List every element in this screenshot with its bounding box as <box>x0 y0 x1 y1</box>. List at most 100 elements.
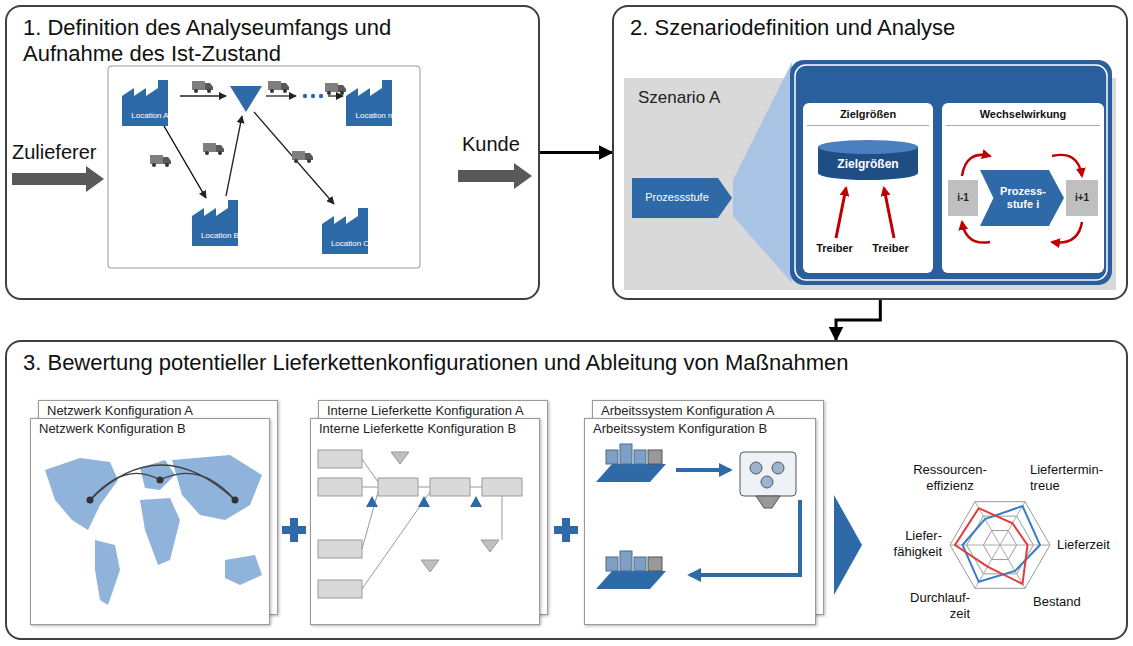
transport-arrow <box>180 95 226 96</box>
process-step <box>318 450 362 468</box>
transport-arrow <box>266 95 296 96</box>
process-label: Prozessstufe <box>645 191 709 204</box>
transport-arrow <box>254 112 334 204</box>
truck-wheel <box>307 159 311 163</box>
config-title: Arbeitssystem Konfiguration B <box>593 421 807 437</box>
machine <box>648 450 662 464</box>
truck-wheel <box>270 89 274 93</box>
truck-wheel <box>340 91 344 95</box>
config-title: Interne Lieferkette Konfiguration B <box>319 421 531 437</box>
process-step <box>318 540 362 558</box>
target-label: Zielgrößen <box>837 157 898 171</box>
analysis-column: Wechselwirkung i-1 Prozess- stufe i i+1 <box>942 103 1104 273</box>
chevron-shape <box>980 170 1064 226</box>
process-chevron: Prozess- stufe i <box>980 170 1064 226</box>
annotation-label: Zulieferer <box>12 140 107 164</box>
radar-grid <box>983 531 1016 560</box>
continent <box>95 540 120 605</box>
stage-box: i+1 <box>1066 180 1098 216</box>
truck-cab <box>163 157 171 164</box>
process-label: Prozess- stufe i <box>997 185 1049 211</box>
flow-line <box>418 487 430 488</box>
driver-arrow <box>884 188 894 238</box>
machine-part <box>761 476 773 488</box>
stock-triangle <box>421 560 439 572</box>
flow-line <box>502 496 503 540</box>
plus-sign <box>554 526 578 534</box>
target-cylinder: Zielgrößen <box>818 140 918 180</box>
radar-series <box>955 508 1028 584</box>
site-dot <box>87 497 94 504</box>
ellipsis-dot <box>319 94 323 98</box>
trade-route <box>160 473 235 500</box>
radar-grid <box>950 502 1050 589</box>
annotation-label: Durchlauf- zeit <box>893 590 970 621</box>
annotation-label: Liefertermin- treue <box>1030 462 1115 493</box>
stage-label: i-1 <box>957 192 969 204</box>
continent <box>140 460 175 490</box>
continent <box>225 555 262 585</box>
trade-route <box>90 473 160 500</box>
truck-wheel <box>283 89 287 93</box>
location-factory: Location n <box>346 78 402 126</box>
analysis-box <box>790 60 1112 285</box>
scenario-region: Szenario AProzessstufeZielgrößenZielgröß… <box>624 78 1116 290</box>
column-header: Zielgrößen <box>807 108 929 126</box>
zoom-wedge <box>733 62 792 283</box>
truck-cab <box>338 85 346 92</box>
buffer-triangle <box>418 496 430 507</box>
machine-part <box>772 462 784 474</box>
flow-arrow <box>458 163 532 189</box>
truck-wheel <box>194 89 198 93</box>
result-chevron <box>834 495 862 595</box>
plus-sign <box>562 518 570 542</box>
process-step <box>318 580 362 598</box>
transport-arrow <box>328 95 343 96</box>
chevron-shape <box>632 178 732 218</box>
annotation-label: Ressourcen- effizienz <box>910 462 990 493</box>
interaction-arrow <box>1052 222 1082 243</box>
annotation-label: Lieferzeit <box>1057 537 1125 553</box>
stock-triangle <box>481 540 499 552</box>
truck-wheel <box>294 159 298 163</box>
radar-axis <box>1000 545 1050 546</box>
annotation-label: Bestand <box>1033 594 1103 610</box>
column-header: Wechselwirkung <box>946 108 1100 126</box>
radar-axis <box>975 545 1000 588</box>
config-title: Netzwerk Konfiguration A <box>47 403 269 419</box>
stacked-box <box>634 557 646 571</box>
truck-wheel <box>152 163 156 167</box>
radar-grid <box>967 516 1034 574</box>
continent <box>45 458 118 530</box>
location-factory: Location C <box>322 206 378 254</box>
truck-wheel <box>218 151 222 155</box>
panel-title: 2. Szenariodefinition und Analyse <box>630 15 1110 41</box>
location-factory: Location B <box>192 198 248 246</box>
stacked-box <box>606 557 618 571</box>
material-flow <box>690 500 800 575</box>
truck-body <box>268 81 281 90</box>
process-chevron: Prozessstufe <box>632 178 732 218</box>
annotation-label: Treiber <box>812 242 857 255</box>
radar-axis <box>950 545 1000 546</box>
site-dot <box>232 497 239 504</box>
process-step <box>430 478 470 496</box>
truck-cab <box>281 83 289 90</box>
floor-area <box>596 571 666 589</box>
machine <box>648 557 662 571</box>
site-dot <box>157 477 164 484</box>
location-label: Location B <box>201 231 239 241</box>
flow-line <box>362 487 378 488</box>
stacked-box <box>606 450 618 464</box>
stacked-box <box>620 551 632 571</box>
location-label: Location n <box>356 111 393 121</box>
radar-axis <box>1000 545 1025 588</box>
plus-sign <box>290 518 298 542</box>
factory-shape <box>346 80 392 126</box>
machine-housing <box>740 452 796 496</box>
phase-panel: 3. Bewertung potentieller Lieferkettenko… <box>5 340 1128 640</box>
buffer-triangle <box>470 496 482 507</box>
truck-wheel <box>207 89 211 93</box>
truck-wheel <box>327 91 331 95</box>
config-card: Arbeitssystem Konfiguration B <box>584 418 816 625</box>
